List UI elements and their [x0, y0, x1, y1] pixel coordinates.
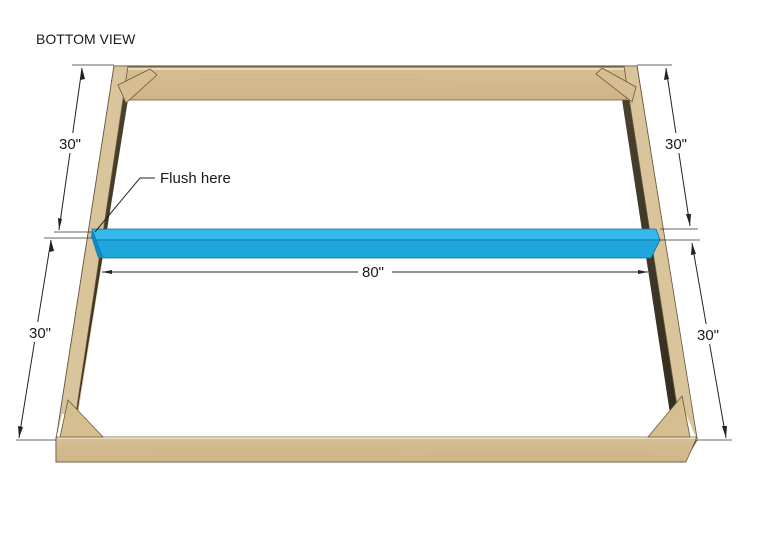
bed-frame — [55, 65, 698, 463]
dimension-bottom-right: 30" — [697, 327, 719, 344]
support-board-top — [91, 228, 661, 241]
dimension-width: 80" — [362, 264, 384, 281]
support-board-face — [95, 239, 661, 259]
dimension-top-left: 30" — [59, 136, 81, 153]
bottom-rail — [55, 436, 698, 463]
corner-brace-top-left — [117, 68, 158, 104]
support-board-end — [91, 229, 103, 258]
dimension-bottom-left: 30" — [29, 325, 51, 342]
top-rail — [115, 66, 637, 101]
bottom-rail-top — [56, 414, 697, 440]
dimension-top-right: 30" — [665, 136, 687, 153]
corner-brace-bottom-left — [59, 399, 104, 438]
flush-here-callout: Flush here — [160, 170, 231, 187]
diagram-title: BOTTOM VIEW — [36, 31, 136, 47]
corner-brace-bottom-right — [647, 395, 691, 438]
right-rail — [623, 65, 698, 439]
corner-brace-top-right — [595, 67, 637, 103]
center-support-board — [91, 228, 661, 259]
